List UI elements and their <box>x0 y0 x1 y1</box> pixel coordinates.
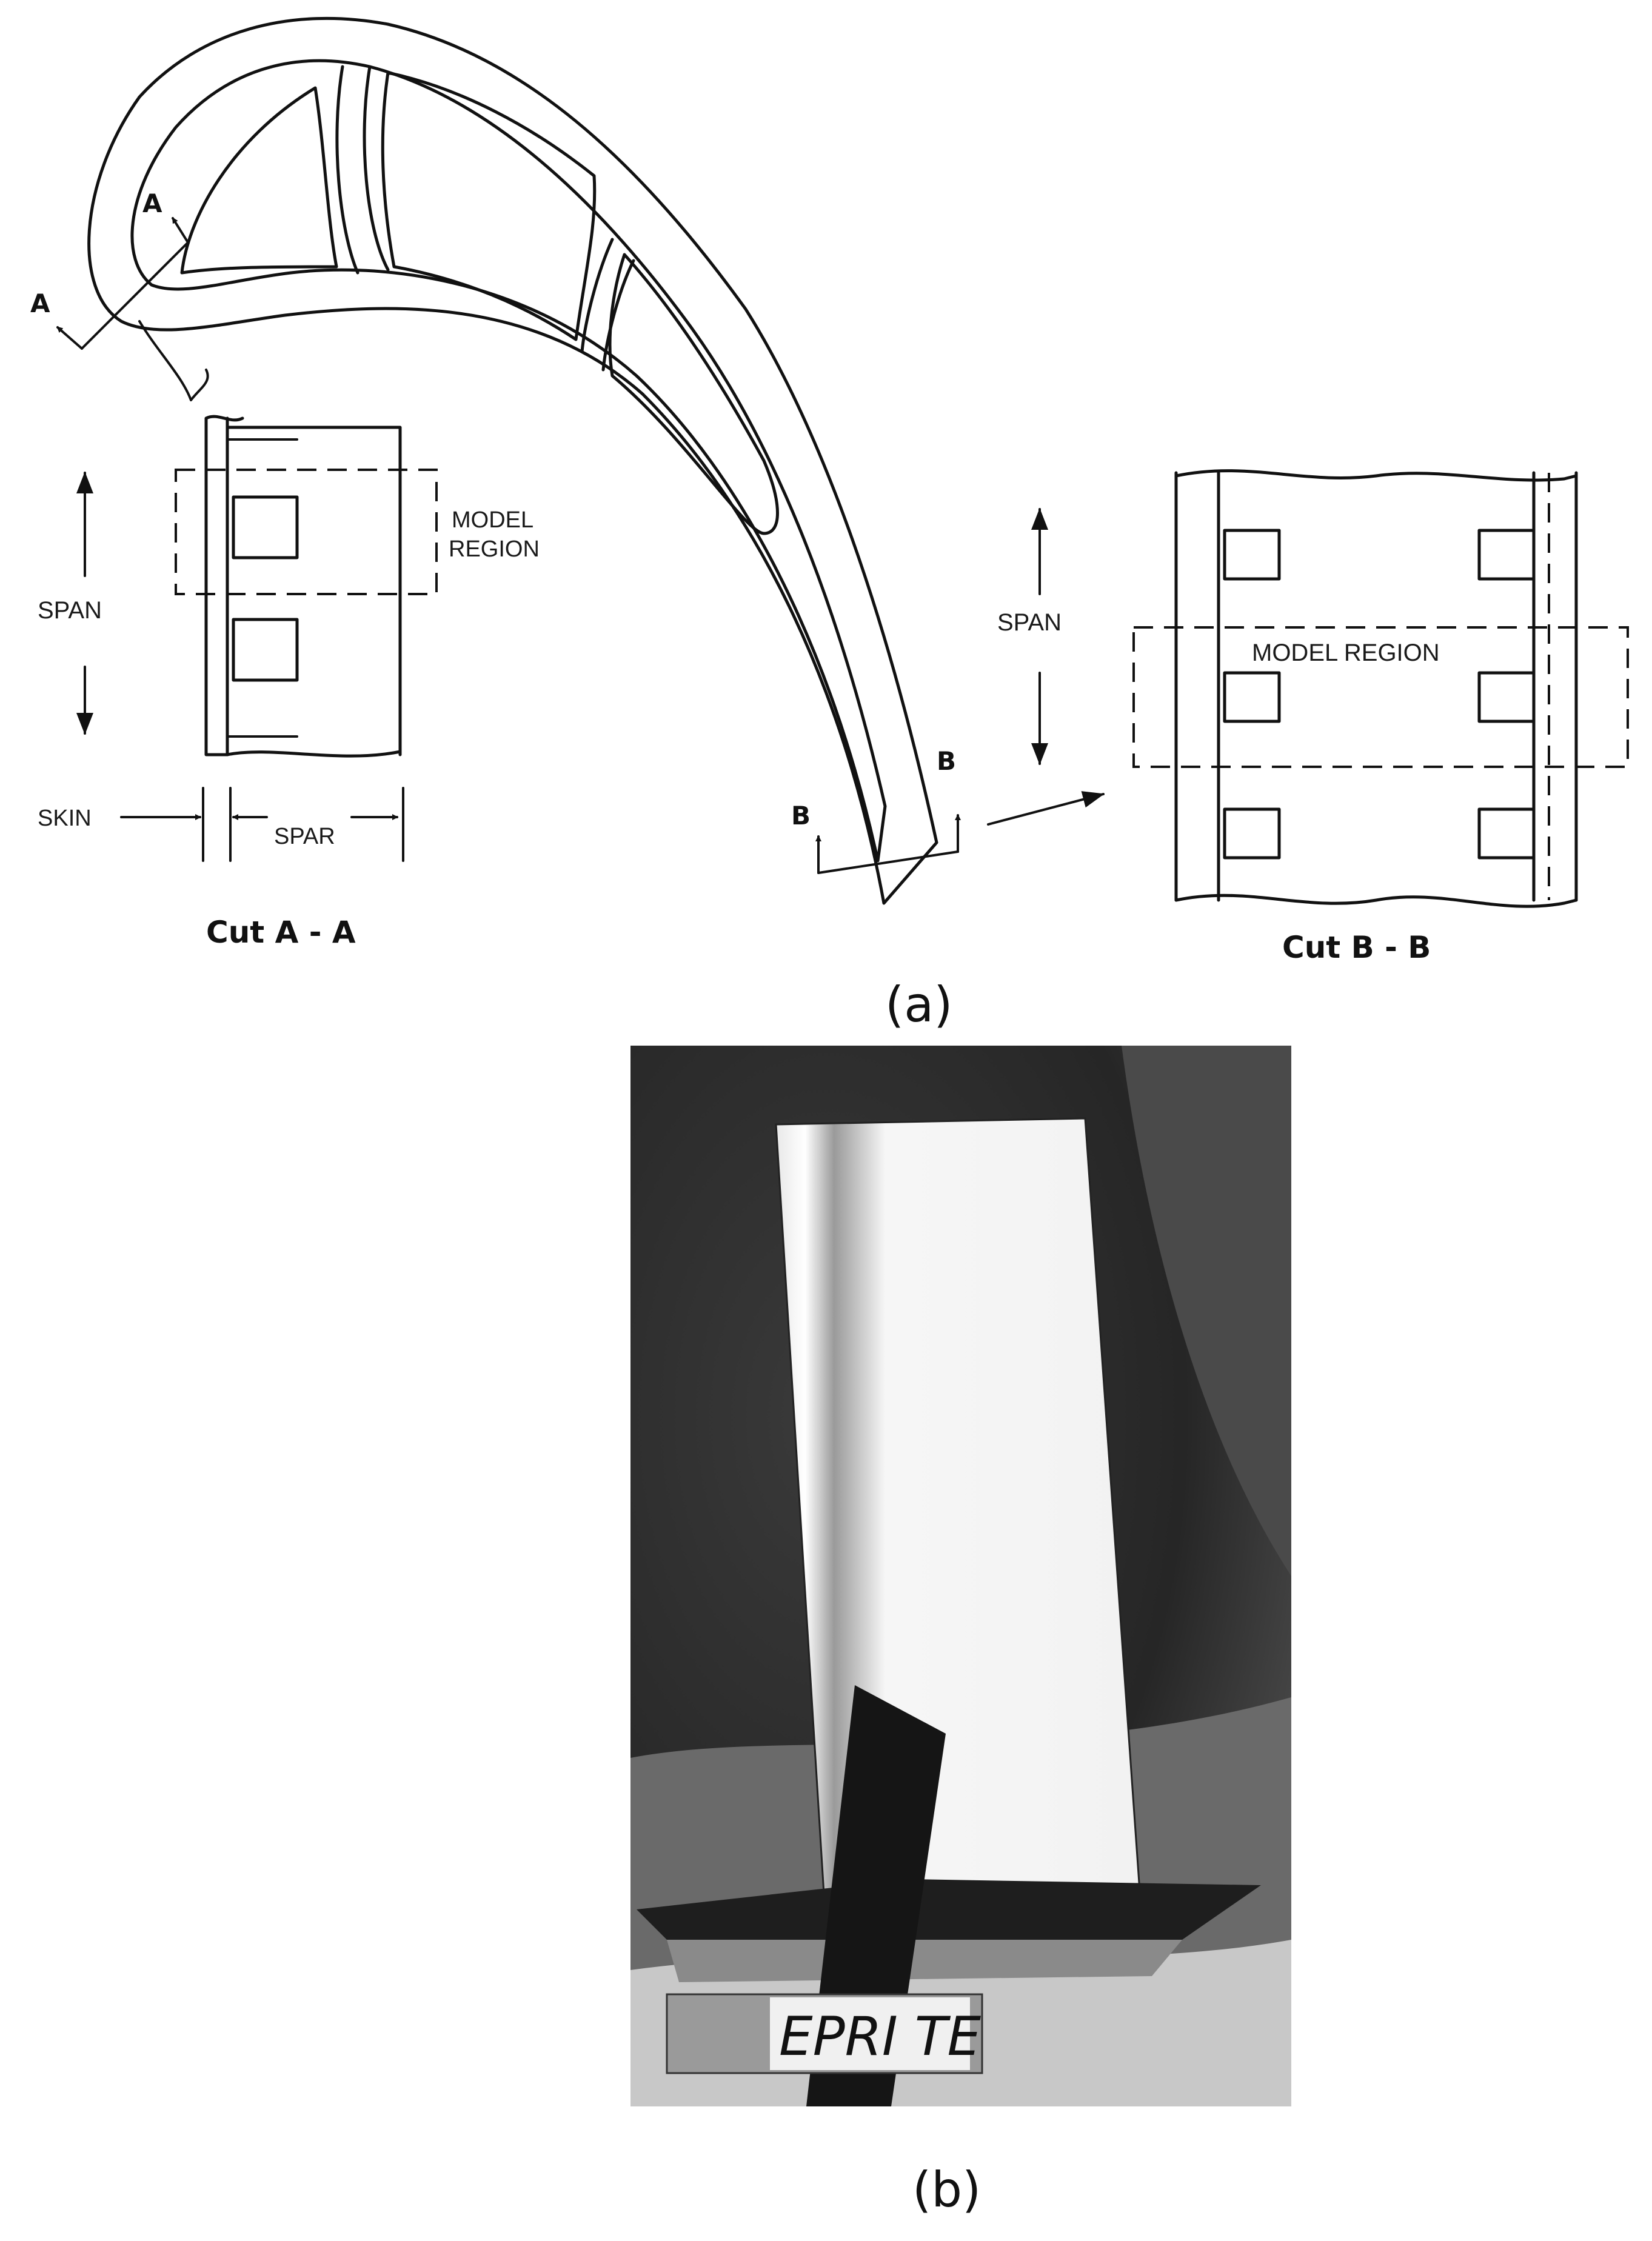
cut-a-model-label-1: MODEL <box>452 507 533 533</box>
arrow-to-cut-b <box>987 791 1105 826</box>
airfoil-rib-4 <box>601 259 635 372</box>
airfoil-cross-section <box>87 16 938 905</box>
airfoil-outer-contour <box>87 16 938 905</box>
panel-a-caption: (a) <box>885 977 952 1033</box>
panel-b-photo: EPRI TE (b) <box>630 1046 1291 2218</box>
cut-b-channel-left-3 <box>1223 807 1281 860</box>
cut-a-span-label: SPAN <box>38 597 102 624</box>
airfoil-rib-3 <box>580 238 614 353</box>
photo-base-label-card <box>770 1997 970 2070</box>
airfoil-cavity-3 <box>608 253 779 535</box>
photo-blade-model <box>775 1117 1141 1905</box>
photo-platform-edge <box>667 1940 1182 1982</box>
cut-a-cooling-channel-2 <box>232 618 299 682</box>
cut-b-channel-left-2 <box>1223 671 1281 723</box>
photo-shadow-right <box>1122 1046 1291 1576</box>
cut-b-wavy-top <box>1174 469 1578 482</box>
section-b-indicator: B B <box>791 746 1105 874</box>
section-b-mark-upper: B <box>937 746 956 776</box>
cut-b-channel-right-3 <box>1477 807 1536 860</box>
cut-b-channel-right-1 <box>1477 529 1536 581</box>
cut-a-cooling-channel-1 <box>232 495 299 559</box>
section-a-mark-upper: A <box>142 189 162 218</box>
airfoil-cavity-1 <box>180 86 338 275</box>
photo-base-marking: EPRI TE <box>779 2005 981 2068</box>
section-b-mark-lower: B <box>791 801 811 830</box>
cut-a-title: Cut A - A <box>206 915 356 950</box>
cut-a-model-region-box <box>175 469 438 595</box>
cut-b-title: Cut B - B <box>1282 930 1431 965</box>
airfoil-rib-2 <box>363 65 390 272</box>
cut-a-model-label-2: REGION <box>449 536 540 562</box>
cut-b-model-region-label: MODEL REGION <box>1252 640 1440 666</box>
cut-b-model-region-box <box>1132 626 1629 768</box>
cut-a-skin-label: SKIN <box>38 806 92 831</box>
panel-a-diagram: A A B B MODEL REGION SPAN <box>30 16 1629 1033</box>
cut-b-channel-right-2 <box>1477 671 1536 723</box>
cut-a-detail: MODEL REGION SPAN SKIN SPAR Cut A - A <box>38 415 540 950</box>
cut-a-spar-label: SPAR <box>274 824 335 849</box>
cut-a-outline <box>204 415 402 758</box>
cut-b-detail: MODEL REGION SPAN Cut B - B <box>997 469 1629 965</box>
photo-blade-platform <box>637 1879 1261 1940</box>
cut-b-span-label: SPAN <box>997 609 1062 636</box>
section-a-indicator: A A <box>30 189 209 401</box>
cut-b-wavy-bottom <box>1174 893 1578 908</box>
airfoil-cavity-2 <box>381 71 597 341</box>
panel-b-caption: (b) <box>912 2162 981 2218</box>
airfoil-inner-contour <box>130 59 887 863</box>
leader-to-cut-a <box>138 320 209 401</box>
airfoil-rib-1 <box>335 65 359 275</box>
cut-b-channel-left-1 <box>1223 529 1281 581</box>
section-a-mark-lower: A <box>30 289 50 318</box>
